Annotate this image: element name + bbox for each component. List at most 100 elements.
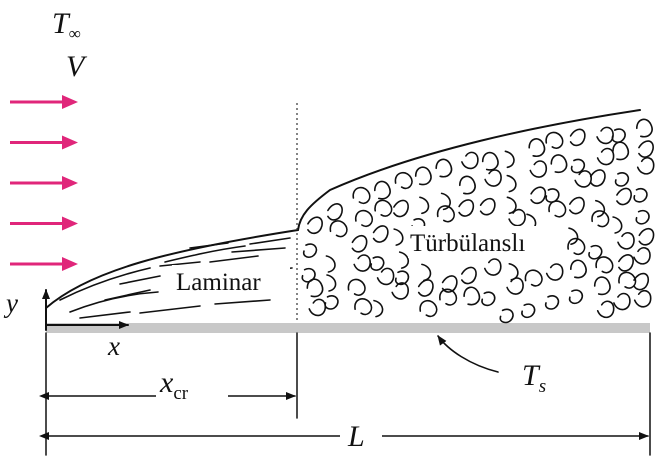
x-axis-label: x bbox=[107, 331, 120, 361]
eddy-stroke bbox=[636, 211, 649, 224]
eddy-stroke bbox=[638, 158, 654, 174]
eddy-stroke bbox=[485, 259, 501, 275]
eddy-stroke bbox=[308, 217, 322, 233]
eddy-stroke bbox=[395, 173, 412, 189]
eddy-stroke bbox=[394, 200, 408, 216]
eddy-stroke bbox=[325, 296, 338, 309]
eddy-stroke bbox=[551, 155, 566, 172]
right-arrow-icon bbox=[10, 217, 78, 231]
eddy-stroke bbox=[355, 299, 372, 315]
freestream-temperature-label: T∞ bbox=[52, 7, 81, 43]
eddy-stroke bbox=[639, 141, 653, 157]
eddy-stroke bbox=[616, 173, 629, 186]
eddy-stroke bbox=[371, 257, 384, 270]
eddy-stroke bbox=[483, 153, 498, 170]
eddy-stroke bbox=[419, 280, 433, 296]
eddy-stroke bbox=[354, 255, 370, 271]
eddy-stroke bbox=[596, 257, 613, 273]
right-arrow-icon bbox=[10, 257, 78, 271]
right-arrow-icon bbox=[10, 136, 78, 150]
eddy-stroke bbox=[356, 211, 373, 227]
eddy-stroke bbox=[612, 129, 625, 142]
eddy-stroke bbox=[500, 309, 513, 322]
eddy-stroke bbox=[598, 149, 614, 165]
eddy-stroke bbox=[392, 283, 408, 299]
eddy-stroke bbox=[617, 188, 631, 204]
eddy-stroke bbox=[571, 260, 586, 277]
eddy-stroke bbox=[394, 229, 403, 245]
eddy-stroke bbox=[522, 304, 535, 317]
eddy-stroke bbox=[592, 211, 609, 227]
eddy-stroke bbox=[571, 129, 585, 145]
eddy-stroke bbox=[422, 264, 431, 280]
eddy-stroke bbox=[462, 267, 476, 283]
eddy-stroke bbox=[595, 277, 610, 294]
eddy-stroke bbox=[570, 198, 584, 214]
eddy-stroke bbox=[546, 296, 559, 309]
eddy-stroke bbox=[459, 200, 473, 216]
eddy-stroke bbox=[309, 299, 325, 315]
eddy-stroke bbox=[348, 279, 365, 295]
eddy-stroke bbox=[530, 161, 546, 177]
eddy-stroke bbox=[374, 226, 388, 242]
eddy-stroke bbox=[353, 188, 370, 204]
eddy-stroke bbox=[637, 119, 652, 136]
eddy-stroke bbox=[436, 159, 451, 176]
velocity-label: V bbox=[66, 50, 88, 83]
eddy-stroke bbox=[420, 301, 437, 317]
eddy-stroke bbox=[529, 139, 544, 156]
eddy-stroke bbox=[505, 151, 514, 167]
y-axis-label: y bbox=[3, 288, 18, 318]
eddy-stroke bbox=[416, 167, 431, 184]
plate-length-label: L bbox=[347, 420, 365, 453]
right-arrow-icon bbox=[10, 176, 78, 190]
eddy-stroke bbox=[374, 301, 383, 317]
eddy-stroke bbox=[375, 200, 392, 216]
eddy-stroke bbox=[507, 176, 516, 192]
eddy-stroke bbox=[307, 279, 322, 296]
eddy-stroke bbox=[589, 246, 602, 259]
eddy-stroke bbox=[635, 291, 651, 307]
eddy-stroke bbox=[460, 176, 475, 193]
flow-arrows bbox=[10, 95, 78, 271]
eddy-stroke bbox=[598, 301, 614, 317]
eddy-stroke bbox=[613, 142, 628, 159]
eddy-stroke bbox=[375, 181, 390, 198]
eddy-stroke bbox=[400, 252, 409, 268]
eddy-stroke bbox=[507, 278, 523, 294]
flat-plate bbox=[46, 323, 650, 333]
eddy-stroke bbox=[304, 244, 317, 257]
eddy-stroke bbox=[547, 264, 563, 280]
eddy-stroke bbox=[596, 201, 605, 217]
eddy-stroke bbox=[613, 217, 622, 233]
eddy-stroke bbox=[352, 236, 366, 252]
eddy-stroke bbox=[570, 290, 583, 303]
eddy-stroke bbox=[546, 189, 559, 202]
eddy-stroke bbox=[634, 248, 650, 264]
right-arrow-icon bbox=[10, 95, 78, 109]
turbulent-region-label: Türbülanslı bbox=[410, 230, 525, 257]
eddy-stroke bbox=[546, 132, 563, 148]
eddy-stroke bbox=[591, 170, 605, 186]
eddy-stroke bbox=[597, 127, 613, 143]
eddy-stroke bbox=[485, 170, 501, 186]
surface-temperature-leader bbox=[438, 336, 498, 372]
eddy-stroke bbox=[639, 229, 653, 245]
turbulent-eddies bbox=[302, 119, 653, 322]
eddy-stroke bbox=[464, 287, 479, 304]
eddy-stroke bbox=[618, 233, 634, 249]
eddy-stroke bbox=[482, 292, 495, 305]
eddy-stroke bbox=[634, 189, 647, 202]
eddy-stroke bbox=[569, 228, 578, 244]
eddy-stroke bbox=[531, 187, 545, 203]
eddy-stroke bbox=[326, 256, 335, 272]
eddy-stroke bbox=[327, 275, 336, 291]
eddy-stroke bbox=[328, 204, 342, 220]
eddy-stroke bbox=[378, 268, 394, 284]
eddy-stroke bbox=[462, 152, 478, 168]
eddy-stroke bbox=[330, 221, 347, 237]
eddy-stroke bbox=[614, 294, 630, 310]
surface-temperature-label: Ts bbox=[522, 359, 546, 397]
eddy-stroke bbox=[619, 272, 636, 288]
